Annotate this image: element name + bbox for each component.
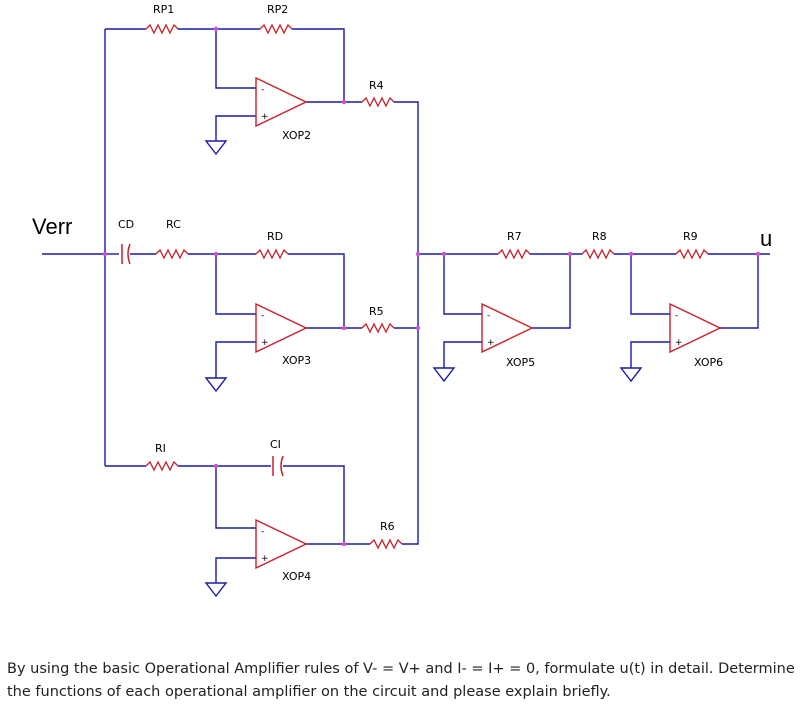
svg-text:+: + (261, 338, 269, 348)
label-rp1: RP1 (153, 3, 174, 16)
svg-text:-: - (487, 311, 490, 321)
label-u: u (760, 226, 772, 251)
junction-dots (102, 26, 761, 547)
component-labels: RP1 RP2 R4 XOP2 Verr CD RC RD R5 XOP3 R7… (32, 3, 772, 583)
label-xop6: XOP6 (694, 356, 723, 369)
label-rp2: RP2 (267, 3, 288, 16)
svg-text:-: - (261, 311, 264, 321)
opamp-xop2: - + (255, 76, 308, 128)
resistor-rc (155, 248, 189, 260)
opamp-xop5: - + (481, 302, 534, 354)
svg-text:-: - (675, 311, 678, 321)
opamps: - + - + - + - + - + (255, 76, 722, 570)
wires (42, 28, 770, 583)
label-r4: R4 (369, 79, 384, 92)
svg-text:+: + (261, 112, 269, 122)
ground-icon (204, 582, 228, 598)
resistor-rp1 (145, 23, 179, 35)
svg-text:+: + (487, 338, 495, 348)
ground-icon (619, 367, 643, 383)
ground-icon (204, 377, 228, 393)
label-ri: RI (155, 442, 166, 455)
resistor-r5 (361, 322, 395, 334)
resistors (145, 23, 709, 550)
resistor-r4 (361, 96, 395, 108)
circuit-diagram: - + - + - + - + - + (32, 3, 772, 598)
capacitor-ci (272, 455, 284, 477)
ground-icon (432, 367, 456, 383)
resistor-rp2 (259, 23, 293, 35)
label-ci: CI (270, 438, 281, 451)
capacitors (121, 243, 284, 477)
label-xop3: XOP3 (282, 354, 311, 367)
resistor-r6 (369, 538, 403, 550)
label-rd: RD (267, 230, 283, 243)
label-r7: R7 (507, 230, 522, 243)
label-xop2: XOP2 (282, 129, 311, 142)
label-cd: CD (118, 218, 134, 231)
resistor-r9 (675, 248, 709, 260)
svg-text:+: + (675, 338, 683, 348)
opamp-xop4: - + (255, 518, 308, 570)
label-verr: Verr (32, 214, 72, 239)
resistor-r8 (581, 248, 615, 260)
ground-icon (204, 140, 228, 156)
resistor-rd (255, 248, 289, 260)
label-xop4: XOP4 (282, 570, 311, 583)
question-text: By using the basic Operational Amplifier… (7, 661, 795, 700)
grounds (204, 140, 643, 598)
label-r5: R5 (369, 305, 384, 318)
svg-text:-: - (261, 527, 264, 537)
opamp-xop6: - + (669, 302, 722, 354)
label-rc: RC (166, 218, 181, 231)
resistor-r7 (497, 248, 531, 260)
svg-text:-: - (261, 85, 264, 95)
opamp-xop3: - + (255, 302, 308, 354)
capacitor-cd (121, 243, 131, 265)
label-xop5: XOP5 (506, 356, 535, 369)
label-r8: R8 (592, 230, 607, 243)
resistor-ri (145, 460, 179, 472)
svg-text:+: + (261, 554, 269, 564)
label-r9: R9 (683, 230, 698, 243)
label-r6: R6 (380, 520, 395, 533)
